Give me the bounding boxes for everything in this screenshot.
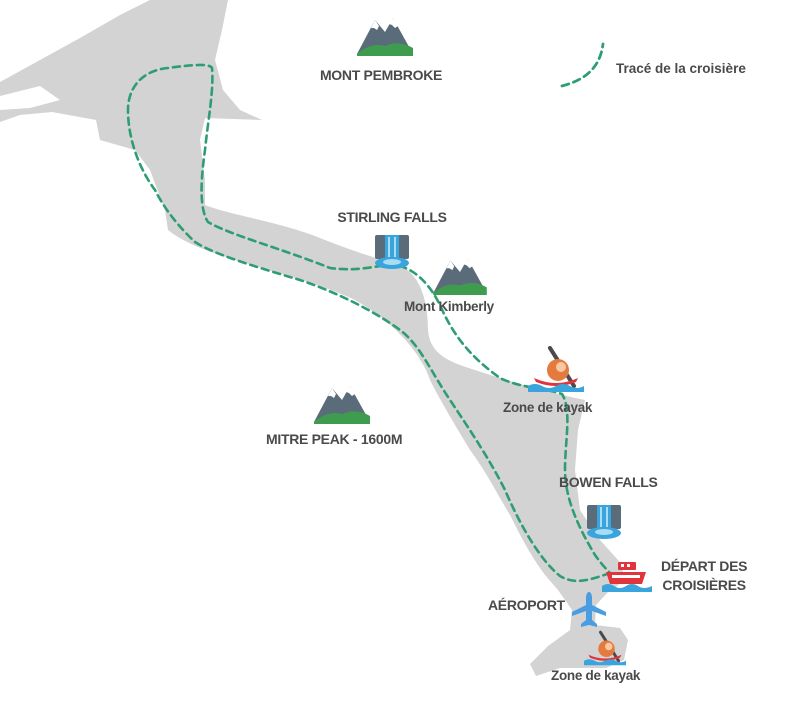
label-bowen-falls: BOWEN FALLS	[559, 474, 658, 490]
label-mont-kimberly: Mont Kimberly	[404, 299, 494, 314]
label-zone-kayak-1: Zone de kayak	[503, 400, 593, 415]
islet	[355, 258, 380, 272]
label-depart-croisieres: DÉPART DES CROISIÈRES	[661, 557, 748, 595]
label-mont-pembroke: MONT PEMBROKE	[319, 67, 443, 83]
label-aeroport: AÉROPORT	[488, 597, 565, 613]
label-stirling-falls: STIRLING FALLS	[337, 209, 447, 225]
label-mitre-peak: MITRE PEAK - 1600M	[266, 431, 403, 447]
label-depart-line2: CROISIÈRES	[662, 577, 746, 593]
northwest-inlet	[0, 86, 60, 110]
mountain-icon	[357, 18, 413, 56]
mountain-icon	[314, 386, 370, 424]
fiord-land	[0, 0, 628, 676]
waterfall-icon	[587, 505, 621, 539]
waterfall-icon	[375, 235, 409, 269]
label-depart-line1: DÉPART DES	[661, 558, 748, 574]
mountain-icon	[433, 258, 487, 295]
legend-route-sample	[560, 42, 605, 88]
kayak-icon	[528, 346, 584, 392]
cruise-boat-icon	[602, 562, 652, 592]
kayak-icon	[584, 630, 626, 666]
label-zone-kayak-2: Zone de kayak	[551, 668, 641, 683]
legend-route-label: Tracé de la croisière	[616, 61, 746, 76]
airplane-icon	[572, 592, 606, 627]
